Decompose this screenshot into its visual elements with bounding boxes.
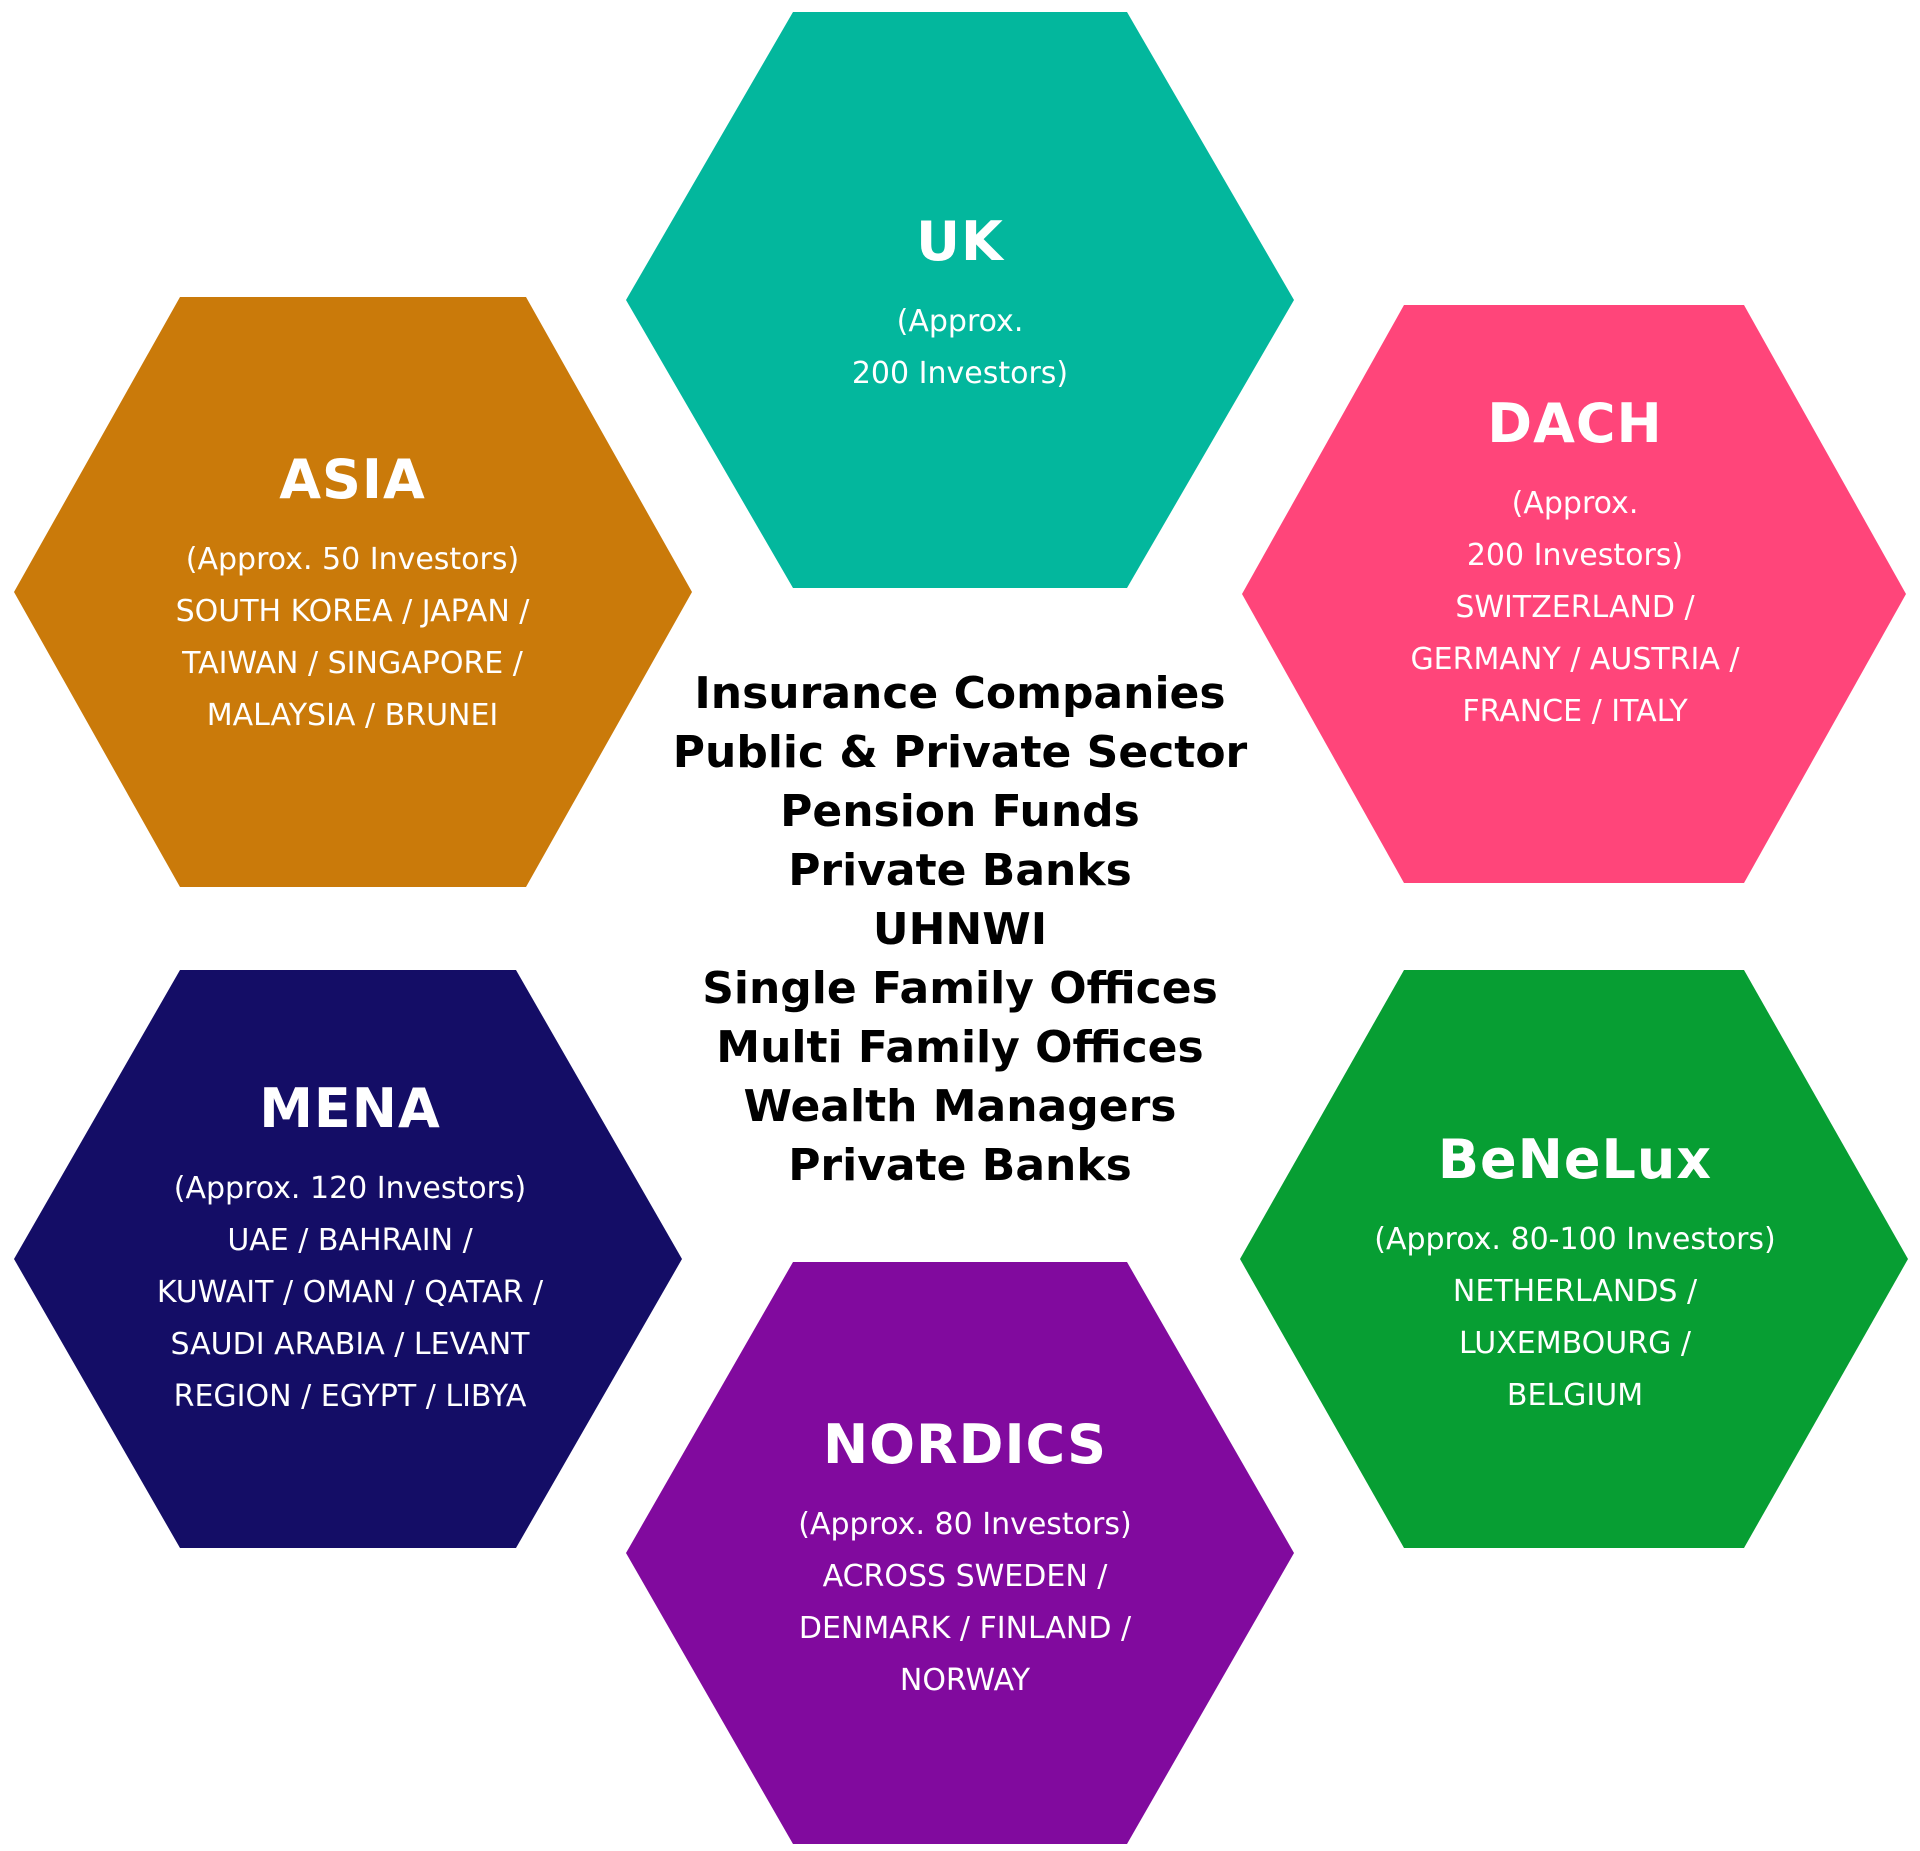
region-detail: (Approx. 50 Investors) [185, 542, 520, 578]
investor-type-item: Multi Family Offices [716, 1022, 1204, 1073]
investor-type-item: Private Banks [788, 845, 1132, 896]
region-detail: KUWAIT / OMAN / QATAR / [156, 1275, 544, 1311]
region-detail: UAE / BAHRAIN / [227, 1223, 473, 1259]
region-detail: DENMARK / FINLAND / [798, 1611, 1132, 1647]
region-dach: DACH (Approx. 200 Investors) SWITZERLAND… [1275, 391, 1875, 735]
region-detail: 200 Investors) [851, 356, 1069, 392]
region-title: BeNeLux [1437, 1127, 1713, 1191]
region-benelux: BeNeLux (Approx. 80-100 Investors) NETHE… [1270, 1120, 1880, 1430]
region-title: UK [916, 209, 1004, 273]
region-uk: UK (Approx. 200 Investors) [660, 195, 1260, 415]
region-detail: REGION / EGYPT / LIBYA [173, 1379, 527, 1415]
region-nordics: NORDICS (Approx. 80 Investors) ACROSS SW… [665, 1405, 1265, 1715]
investor-type-item: Public & Private Sector [672, 727, 1248, 778]
region-detail: FRANCE / ITALY [1462, 694, 1688, 730]
hexagon-nordics [626, 1262, 1294, 1844]
region-detail: SWITZERLAND / [1455, 590, 1695, 626]
investor-type-item: Single Family Offices [702, 963, 1218, 1014]
hexagon-dach [1242, 305, 1906, 883]
region-detail: TAIWAN / SINGAPORE / [182, 646, 523, 682]
region-detail: MALAYSIA / BRUNEI [206, 698, 499, 734]
region-detail: (Approx. 120 Investors) [173, 1171, 527, 1207]
region-mena: MENA (Approx. 120 Investors) UAE / BAHRA… [45, 1065, 655, 1435]
region-title: DACH [1487, 391, 1663, 455]
region-title: ASIA [279, 447, 426, 511]
investor-type-item: Pension Funds [780, 786, 1140, 837]
hexagon-uk [626, 12, 1294, 588]
region-asia: ASIA (Approx. 50 Investors) SOUTH KOREA … [50, 440, 655, 750]
investor-types-list: Insurance Companies Public & Private Sec… [610, 664, 1310, 1195]
region-detail: (Approx. 80 Investors) [798, 1507, 1132, 1543]
region-detail: SOUTH KOREA / JAPAN / [175, 594, 530, 630]
region-detail: (Approx. [896, 304, 1024, 340]
region-detail: (Approx. [1511, 486, 1639, 522]
investor-type-item: Insurance Companies [694, 668, 1226, 719]
hexagon-benelux [1240, 970, 1908, 1548]
region-detail: ACROSS SWEDEN / [822, 1559, 1108, 1595]
hexagon-mena [14, 970, 682, 1548]
investor-type-item: Private Banks [788, 1140, 1132, 1191]
region-detail: NORWAY [899, 1663, 1031, 1699]
region-title: MENA [259, 1076, 441, 1140]
region-detail: LUXEMBOURG / [1459, 1326, 1691, 1362]
region-detail: NETHERLANDS / [1452, 1274, 1698, 1310]
region-detail: (Approx. 80-100 Investors) [1374, 1222, 1776, 1258]
hexagon-asia [14, 297, 692, 887]
investor-type-item: Wealth Managers [743, 1081, 1177, 1132]
region-detail: SAUDI ARABIA / LEVANT [170, 1327, 530, 1363]
region-detail: GERMANY / AUSTRIA / [1410, 642, 1740, 678]
region-detail: BELGIUM [1506, 1378, 1644, 1414]
investor-type-item: UHNWI [872, 904, 1048, 955]
region-title: NORDICS [822, 1412, 1108, 1476]
region-detail: 200 Investors) [1466, 538, 1684, 574]
